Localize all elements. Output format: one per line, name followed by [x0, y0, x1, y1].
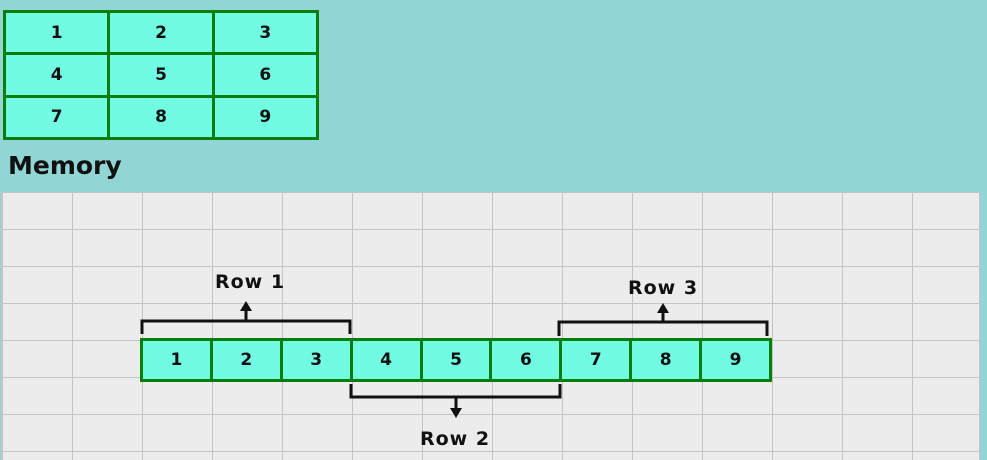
memory-title: Memory	[8, 151, 122, 180]
memory-cell: 1	[143, 341, 210, 379]
memory-strip: 1 2 3 4 5 6 7 8 9	[140, 338, 772, 382]
row-3-label: Row 3	[628, 277, 699, 299]
matrix-cell: 5	[110, 55, 212, 95]
matrix-cell: 8	[110, 97, 212, 137]
matrix-cell: 3	[214, 13, 316, 53]
memory-cell: 3	[282, 341, 350, 379]
memory-cell: 4	[352, 341, 420, 379]
matrix-grid: 1 2 3 4 5 6 7 8 9	[3, 10, 319, 140]
memory-cell: 7	[562, 341, 630, 379]
memory-cell: 6	[492, 341, 560, 379]
matrix-cell: 7	[6, 97, 108, 137]
memory-grid-area	[1, 192, 980, 460]
matrix-cell: 6	[214, 55, 316, 95]
matrix-cell: 4	[6, 55, 108, 95]
matrix-cell: 2	[110, 13, 212, 53]
row-2-label: Row 2	[420, 428, 491, 450]
memory-cell: 9	[702, 341, 769, 379]
memory-cell: 5	[422, 341, 490, 379]
row-1-label: Row 1	[215, 271, 286, 293]
memory-cell: 8	[632, 341, 700, 379]
memory-cell: 2	[212, 341, 280, 379]
matrix-cell: 1	[6, 13, 108, 53]
matrix-cell: 9	[214, 97, 316, 137]
